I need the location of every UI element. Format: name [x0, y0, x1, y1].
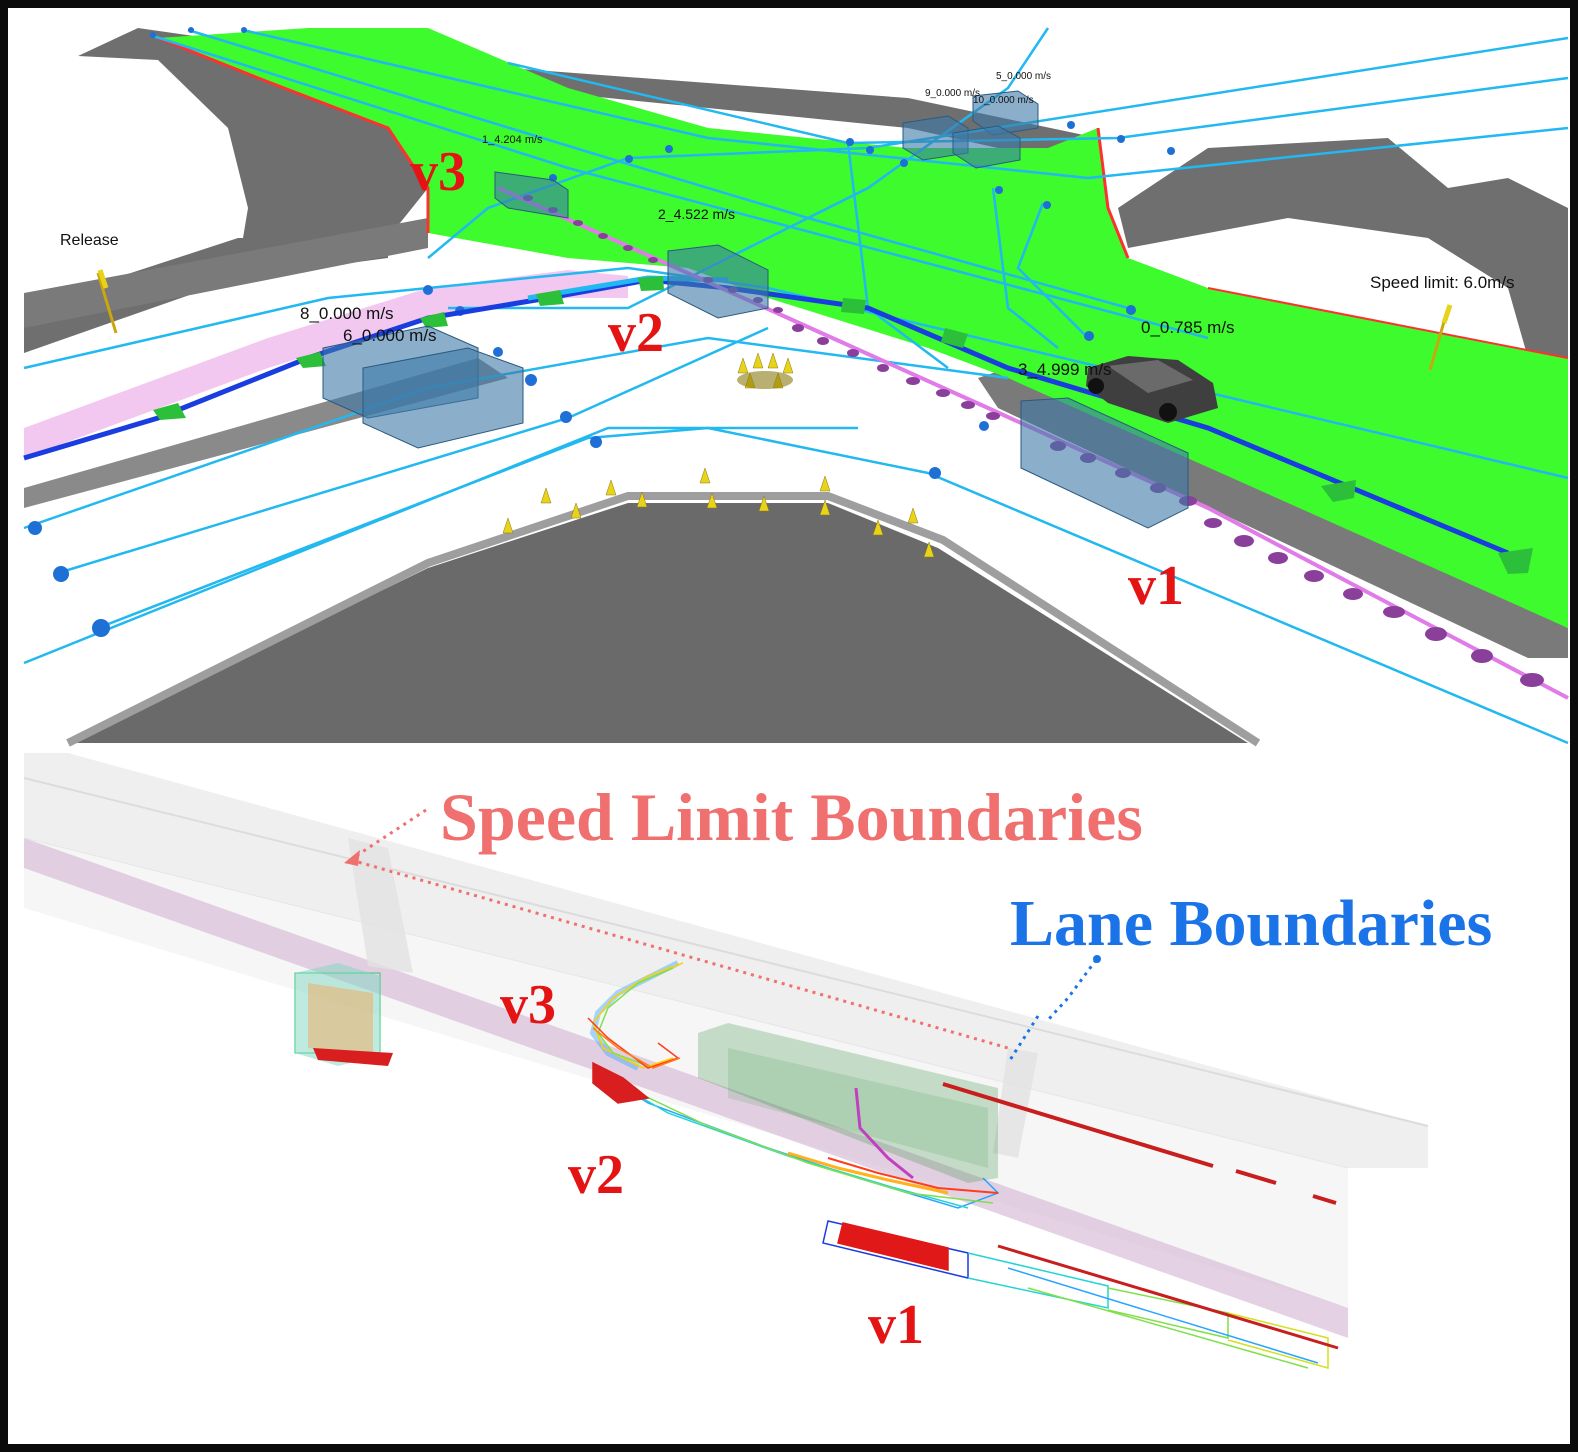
v3-trajectory-boxes	[587, 960, 684, 1071]
speed-limit-label: Speed limit: 6.0m/s	[1370, 273, 1515, 292]
obstacle-v2-box	[667, 244, 769, 319]
speed-tag-0: 0_0.785 m/s	[1141, 318, 1235, 337]
red-boundary-dashes	[942, 1082, 1337, 1205]
top-label-v1: v1	[1128, 555, 1184, 617]
speed-tag-6: 6_0.000 m/s	[343, 326, 437, 345]
speed-tag-3: 3_4.999 m/s	[1018, 360, 1112, 379]
top-label-v2: v2	[608, 302, 664, 364]
path-arrows	[153, 276, 1533, 574]
obstacle-v1-box	[1020, 397, 1189, 529]
speed-tag-1: 1_4.204 m/s	[482, 134, 543, 146]
bottom-label-v3: v3	[500, 974, 556, 1036]
intersection-sim-view: Release Speed limit: 6.0m/s 5_0.000 m/s …	[16, 16, 1570, 1369]
green-obstacle-volume	[698, 1023, 998, 1183]
traffic-cones	[502, 352, 935, 558]
ego-car	[1086, 356, 1218, 423]
release-sign	[96, 269, 118, 334]
bottom-label-v2: v2	[568, 1144, 624, 1206]
v2-trajectory-boxes	[592, 1061, 1000, 1209]
lane-boundary-pointer	[1008, 959, 1098, 1061]
speed-tag-2: 2_4.522 m/s	[658, 206, 735, 222]
speed-limit-caption: Speed Limit Boundaries	[440, 779, 1143, 855]
lane-boundaries-caption: Lane Boundaries	[1010, 887, 1492, 960]
speed-limit-pointer	[350, 808, 1009, 1050]
obstacle-box-10	[952, 125, 1021, 169]
release-label: Release	[60, 232, 119, 249]
speed-tag-8: 8_0.000 m/s	[300, 304, 394, 323]
obstacle-v3-box	[494, 171, 569, 219]
v1-trajectory-boxes	[822, 1220, 1339, 1369]
speed-limit-sign	[1428, 304, 1453, 371]
speed-tag-9: 9_0.000 m/s	[925, 88, 980, 99]
v3-stacked-occupancy	[294, 963, 393, 1066]
lane-waypoints	[28, 27, 1175, 637]
pink-corridor	[24, 270, 628, 458]
obstacle-box-6	[362, 347, 524, 449]
obstacle-boxes	[322, 90, 1189, 529]
speed-tag-10: 10_0.000 m/s	[973, 95, 1034, 106]
speed-limit-arrowhead	[344, 850, 360, 866]
bottom-label-v1: v1	[868, 1294, 924, 1356]
speed-tag-5: 5_0.000 m/s	[996, 71, 1051, 82]
top-label-v3: v3	[410, 141, 466, 203]
obstacle-box-5	[972, 90, 1039, 136]
boundaries-3d-view	[23, 753, 1429, 1369]
